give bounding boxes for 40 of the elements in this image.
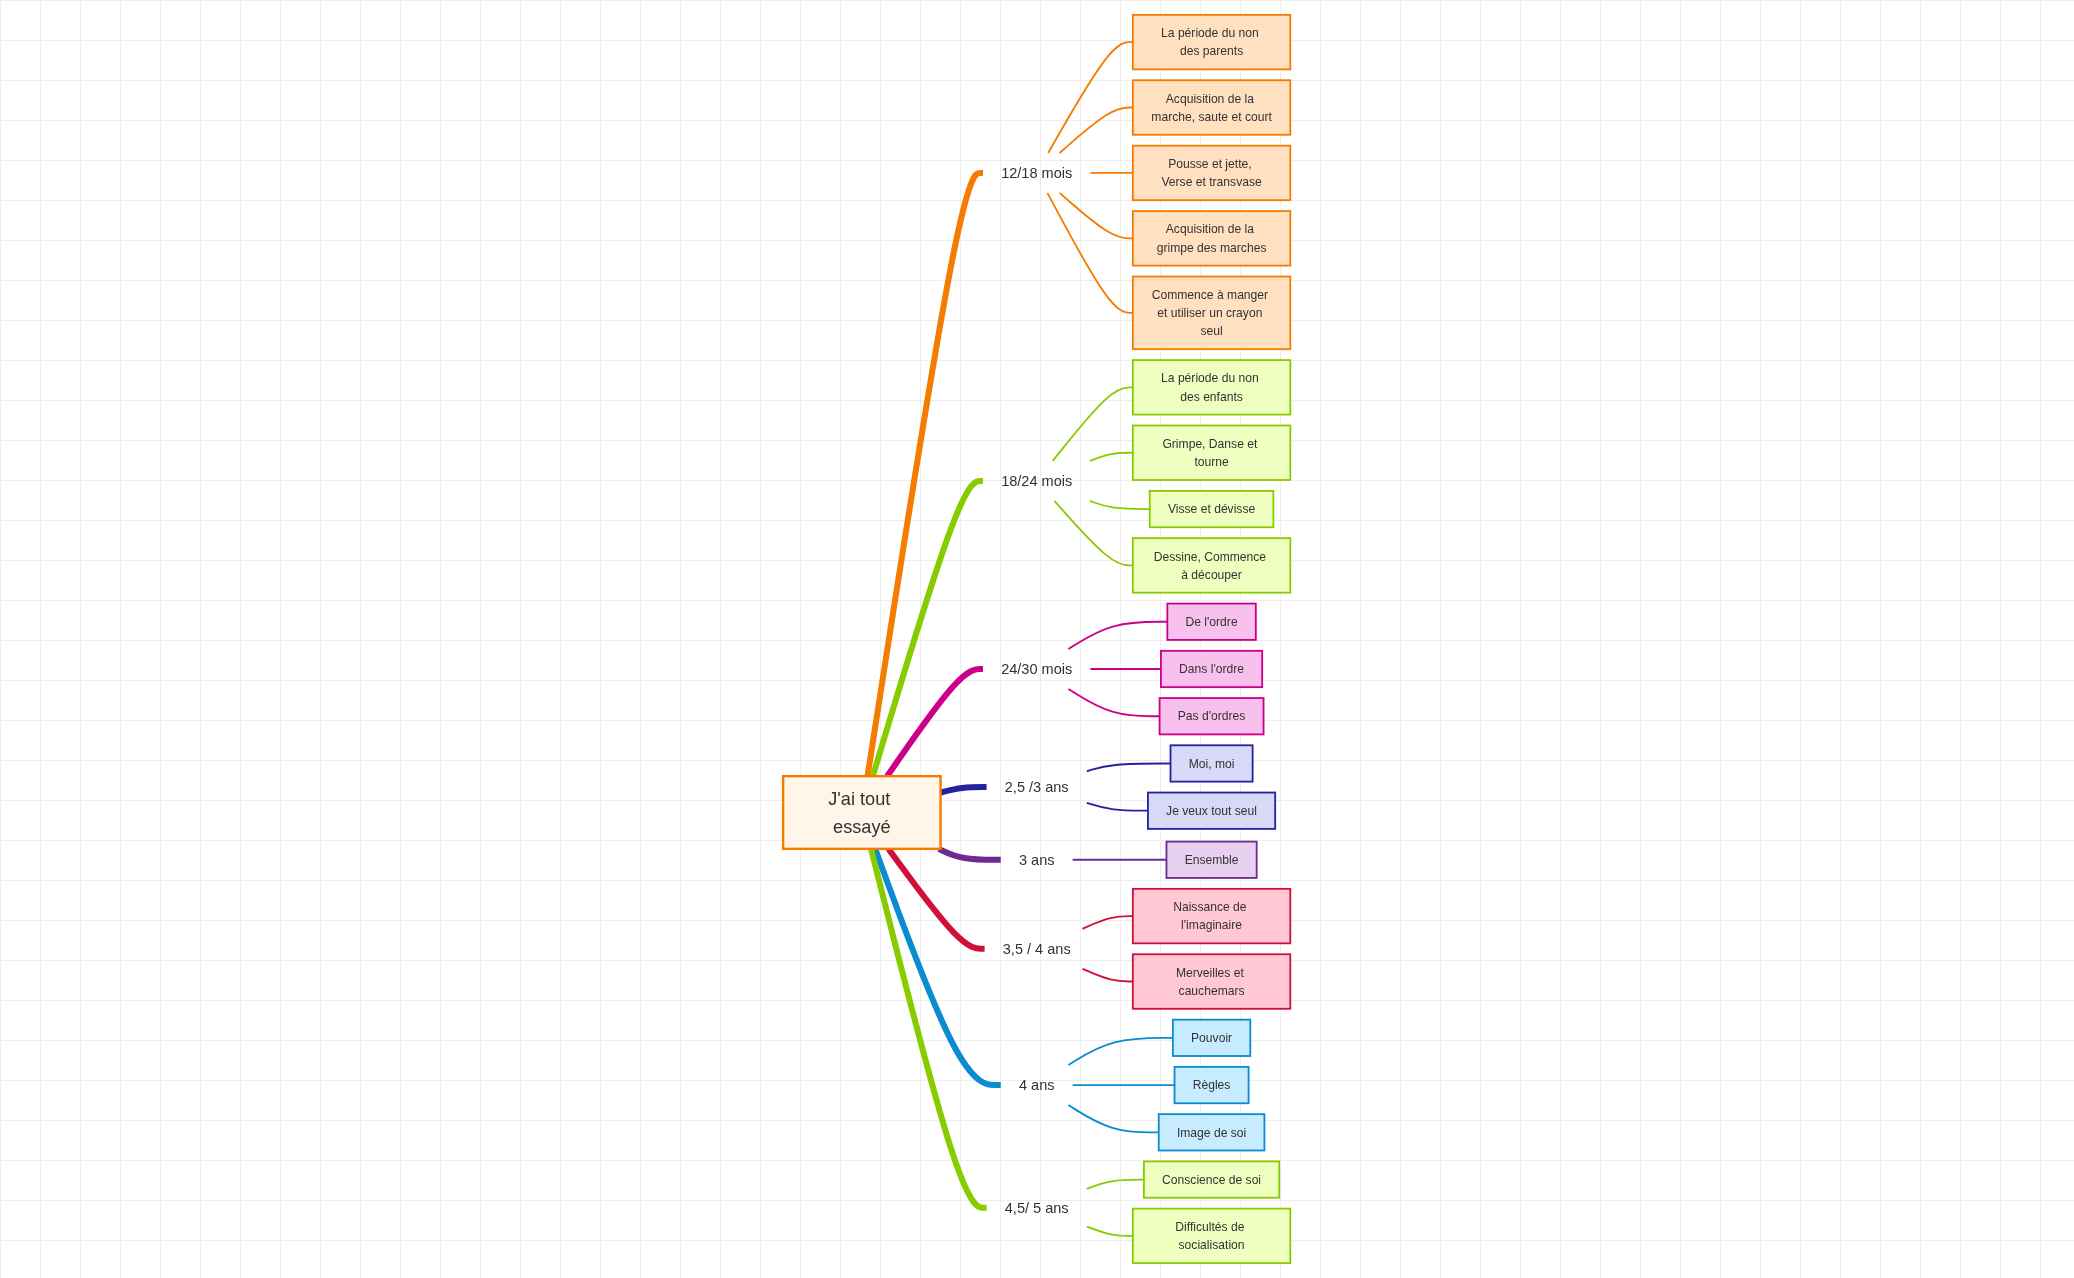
node-text: 2,5 /3 ans	[1005, 778, 1069, 795]
node-box: Pousse et jette, Verse et transvase	[1132, 144, 1292, 202]
node-text: 3,5 / 4 ans	[1003, 940, 1071, 957]
node-box: Je veux tout seul	[1147, 791, 1277, 830]
node-box: Merveilles et cauchemars	[1132, 953, 1292, 1010]
node-text: 3 ans	[1019, 851, 1055, 868]
node-box: Acquisition de la marche, saute et court	[1132, 79, 1292, 136]
connector	[884, 665, 984, 778]
node-box: Naissance de l'imaginaire	[1132, 887, 1292, 945]
connector	[870, 477, 984, 778]
node-box: Acquisition de la grimpe des marches	[1132, 210, 1292, 267]
connector	[940, 784, 987, 796]
node-box: Ensemble	[1165, 840, 1258, 879]
node-box: Difficultés de socialisation	[1132, 1207, 1292, 1265]
connector	[1067, 1104, 1160, 1134]
node-text: 4,5/ 5 ans	[1005, 1199, 1069, 1216]
connector	[1089, 500, 1151, 510]
node-box: Moi, moi	[1169, 744, 1254, 783]
node-text: 24/30 mois	[1001, 660, 1073, 677]
node-box: La période du non des enfants	[1132, 359, 1292, 416]
node-box: Pas d'ordres	[1158, 697, 1265, 736]
node-box: La période du non des parents	[1132, 13, 1292, 71]
node-box: Pouvoir	[1172, 1018, 1252, 1057]
node-box: Dessine, Commence à découper	[1132, 537, 1292, 594]
node-box: Image de soi	[1158, 1113, 1266, 1152]
node-box: Dans l'ordre	[1160, 649, 1264, 689]
connector	[872, 847, 1002, 1089]
node-box: Grimpe, Danse et tourne	[1132, 424, 1292, 481]
node-box: De l'ordre	[1166, 602, 1257, 641]
connector	[868, 848, 987, 1211]
connector	[864, 169, 984, 777]
node-box: Visse et dévisse	[1149, 490, 1275, 529]
connector	[937, 846, 1002, 863]
node-box: Conscience de soi	[1143, 1160, 1281, 1199]
node-box: J'ai tout essayé	[782, 775, 943, 851]
node-box: Commence à manger et utiliser un crayon seul	[1132, 275, 1292, 351]
node-text: 4 ans	[1019, 1076, 1055, 1093]
node-text: 18/24 mois	[1001, 472, 1073, 489]
node-text: 12/18 mois	[1001, 164, 1073, 181]
node-box: Règles	[1173, 1066, 1250, 1105]
